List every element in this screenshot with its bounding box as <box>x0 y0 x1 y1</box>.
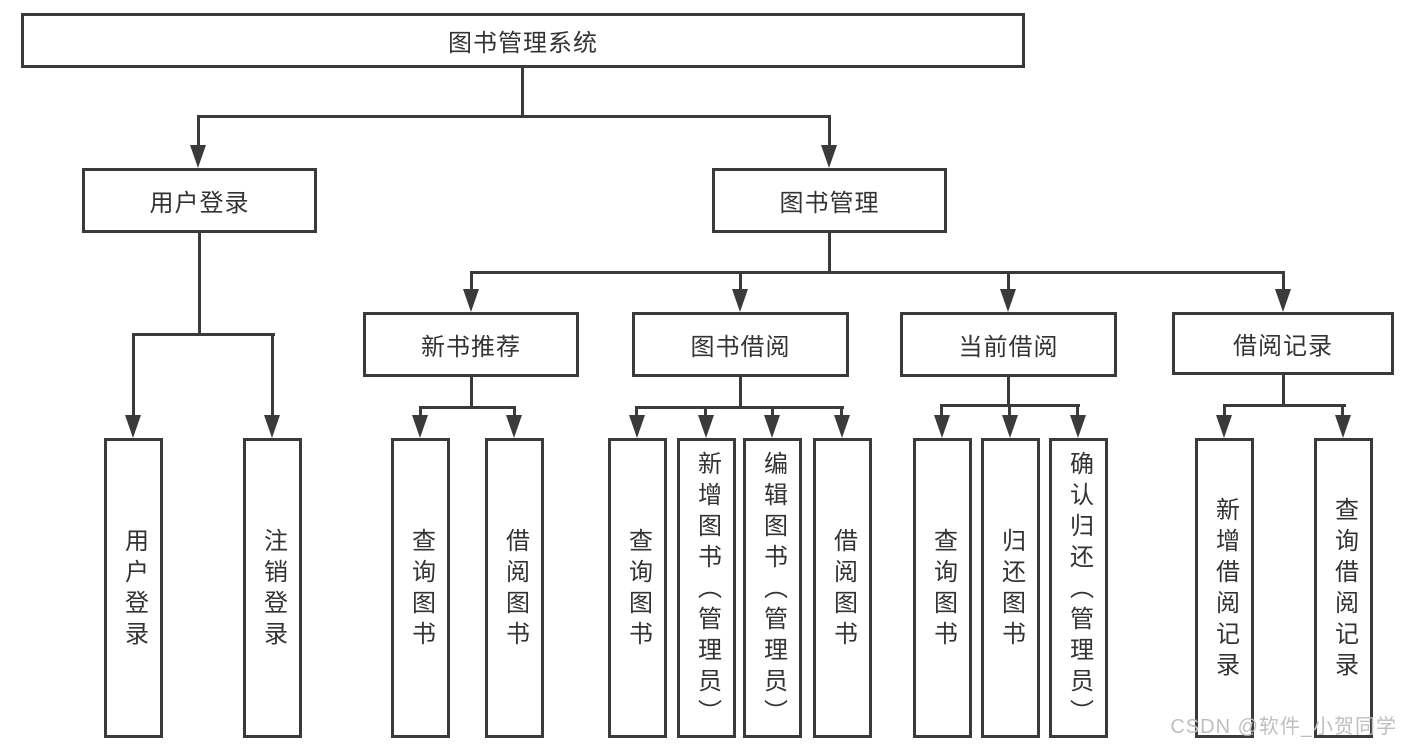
node-new-book-recommend: 新书推荐 <box>363 312 579 377</box>
connector-line <box>132 333 135 418</box>
leaf-borrow-book-recommend: 借阅图书 <box>485 438 544 738</box>
leaf-query-book-current: 查询图书 <box>913 438 972 738</box>
connector-line <box>1282 271 1285 292</box>
arrowhead-icon <box>506 415 522 438</box>
leaf-confirm-return-admin: 确认归还（管理员） <box>1049 438 1108 738</box>
connector-line <box>1076 404 1079 420</box>
node-book-management: 图书管理 <box>712 168 947 233</box>
arrowhead-icon <box>463 289 479 312</box>
arrowhead-icon <box>1335 415 1351 438</box>
arrowhead-icon <box>834 415 850 438</box>
connector-line <box>1007 271 1010 292</box>
arrowhead-icon <box>125 415 141 438</box>
connector-line <box>271 333 274 418</box>
connector-line <box>1008 404 1011 420</box>
connector-line <box>635 406 844 409</box>
connector-line <box>771 406 774 420</box>
watermark-text: CSDN @软件_小贺同学 <box>1170 716 1397 738</box>
arrowhead-icon <box>1275 289 1291 312</box>
connector-line <box>739 377 742 409</box>
connector-line <box>1282 375 1285 406</box>
connector-line <box>197 115 200 148</box>
leaf-query-borrow-record: 查询借阅记录 <box>1314 438 1373 738</box>
arrowhead-icon <box>190 145 206 168</box>
arrowhead-icon <box>1070 415 1086 438</box>
arrowhead-icon <box>764 415 780 438</box>
connector-line <box>1223 404 1346 407</box>
arrowhead-icon <box>732 289 748 312</box>
node-book-borrow: 图书借阅 <box>632 312 849 377</box>
connector-line <box>132 333 275 336</box>
leaf-add-book-admin: 新增图书（管理员） <box>677 438 736 738</box>
connector-line <box>704 406 707 420</box>
connector-line <box>470 271 473 292</box>
connector-line <box>1007 377 1010 407</box>
connector-line <box>739 271 742 292</box>
node-borrow-records: 借阅记录 <box>1172 312 1394 375</box>
connector-line <box>840 406 843 420</box>
arrowhead-icon <box>821 145 837 168</box>
connector-line <box>470 271 1285 274</box>
leaf-return-book: 归还图书 <box>981 438 1040 738</box>
arrowhead-icon <box>1216 415 1232 438</box>
arrowhead-icon <box>1000 289 1016 312</box>
connector-line <box>940 404 943 420</box>
connector-line <box>198 233 201 336</box>
connector-line <box>521 66 524 117</box>
leaf-logout: 注销登录 <box>243 438 302 738</box>
leaf-query-book-recommend: 查询图书 <box>391 438 450 738</box>
leaf-user-login: 用户登录 <box>104 438 163 738</box>
arrowhead-icon <box>1002 415 1018 438</box>
leaf-edit-book-admin: 编辑图书（管理员） <box>743 438 802 738</box>
arrowhead-icon <box>698 415 714 438</box>
connector-line <box>828 115 831 148</box>
connector-line <box>419 406 516 409</box>
node-root: 图书管理系统 <box>21 13 1025 68</box>
connector-line <box>1341 404 1344 420</box>
connector-line <box>828 233 831 274</box>
arrowhead-icon <box>934 415 950 438</box>
arrowhead-icon <box>264 415 280 438</box>
node-current-borrow: 当前借阅 <box>900 312 1117 377</box>
connector-line <box>419 406 422 420</box>
connector-line <box>635 406 638 420</box>
connector-line <box>1223 404 1226 420</box>
connector-line <box>197 115 831 118</box>
connector-line <box>513 406 516 420</box>
leaf-query-book-borrow: 查询图书 <box>608 438 667 738</box>
leaf-borrow-book: 借阅图书 <box>813 438 872 738</box>
leaf-add-borrow-record: 新增借阅记录 <box>1195 438 1254 738</box>
node-user-login: 用户登录 <box>82 168 317 233</box>
connector-line <box>470 377 473 409</box>
arrowhead-icon <box>412 415 428 438</box>
arrowhead-icon <box>629 415 645 438</box>
